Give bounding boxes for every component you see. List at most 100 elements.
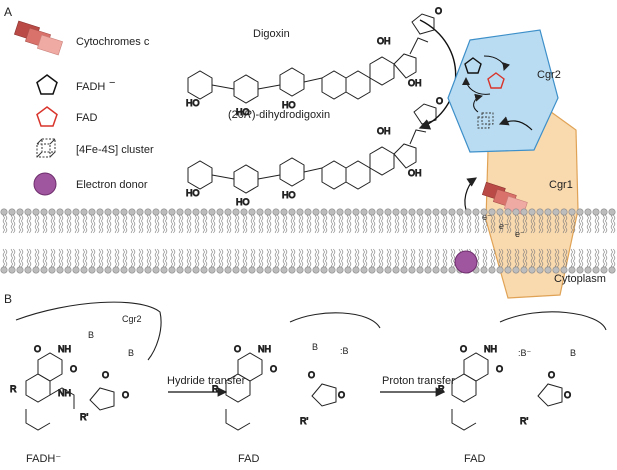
lipid-top (256, 208, 264, 234)
panel-b-label: B (4, 292, 12, 306)
lipid-top (320, 208, 328, 234)
svg-text:O: O (564, 390, 571, 400)
lipid-bottom (480, 248, 488, 274)
lactone-3: OO R' (520, 370, 572, 427)
lipid-top (392, 208, 400, 234)
lipid-top (456, 208, 464, 234)
lipid-bottom (416, 248, 424, 274)
lipid-bottom (152, 248, 160, 274)
lipid-bottom (272, 248, 280, 274)
lipid-bottom (120, 248, 128, 274)
lipid-bottom (400, 248, 408, 274)
lipid-top (448, 208, 456, 234)
lipid-top (56, 208, 64, 234)
lipid-bottom (296, 248, 304, 274)
lipid-top (0, 208, 8, 234)
fadh-pentagon-icon (36, 74, 58, 95)
lipid-top (192, 208, 200, 234)
lipid-bottom (608, 248, 616, 274)
electron-label-2: e⁻ (499, 221, 509, 231)
dihydrodigoxin-structure: O OH OH HO HO HO (186, 96, 444, 208)
svg-text:HO: HO (236, 107, 250, 117)
hydride-transfer-label: Hydride transfer (167, 375, 246, 387)
lipid-bottom (328, 248, 336, 274)
lipid-top (184, 208, 192, 234)
electron-donor-icon (33, 172, 57, 196)
legend-fadh-charge: − (109, 77, 115, 89)
svg-text:O: O (338, 390, 345, 400)
lipid-top (128, 208, 136, 234)
lipid-top (424, 208, 432, 234)
lipid-top (24, 208, 32, 234)
lipid-bottom (568, 248, 576, 274)
lipid-top (360, 208, 368, 234)
lipid-top (400, 208, 408, 234)
lipid-top (312, 208, 320, 234)
lipid-bottom (40, 248, 48, 274)
lipid-bottom (448, 248, 456, 274)
lipid-bottom (0, 248, 8, 274)
lipid-bottom (312, 248, 320, 274)
lactone-1: OO R' (80, 370, 130, 423)
state-label-1: FADH⁻ (26, 453, 61, 465)
dihydrodigoxin-label: (20R)-dihydrodigoxin (228, 109, 330, 121)
lipid-bottom (80, 248, 88, 274)
lipid-bottom (360, 248, 368, 274)
svg-text:O: O (548, 370, 555, 380)
panel-a-label: A (4, 5, 12, 19)
svg-text:O: O (460, 344, 467, 354)
lipid-bottom (224, 248, 232, 274)
base-label-1a: B (88, 330, 94, 340)
lipid-bottom (64, 248, 72, 274)
lipid-bottom (488, 248, 496, 274)
lipid-bottom (32, 248, 40, 274)
legend-donor-label: Electron donor (76, 179, 148, 191)
lipid-bottom (112, 248, 120, 274)
lipid-top (576, 208, 584, 234)
svg-text:R': R' (80, 412, 88, 422)
electron-label-3: e⁻ (515, 229, 525, 239)
lipid-top (32, 208, 40, 234)
lipid-top (472, 208, 480, 234)
lipid-top (608, 208, 616, 234)
lipid-bottom (8, 248, 16, 274)
base-label-2b: :B (340, 346, 349, 356)
lipid-bottom (288, 248, 296, 274)
cytoplasm-label: Cytoplasm (554, 273, 606, 285)
lipid-top (384, 208, 392, 234)
lipid-bottom (104, 248, 112, 274)
lipid-bottom (600, 248, 608, 274)
electron-transfer-arrow (464, 177, 477, 211)
lipid-bottom (200, 248, 208, 274)
legend-cytochromes-label: Cytochromes c (76, 36, 150, 48)
fe-s-cluster-icon (36, 138, 56, 158)
electron-donor-membrane (454, 250, 478, 274)
lipid-bottom (208, 248, 216, 274)
lipid-bottom (240, 248, 248, 274)
svg-text:R': R' (300, 416, 308, 426)
lipid-top (264, 208, 272, 234)
svg-text:O: O (270, 364, 277, 374)
legend-fad-label: FAD (76, 112, 97, 124)
lipid-top (168, 208, 176, 234)
lipid-top (272, 208, 280, 234)
cgr2-backbone-1 (15, 301, 162, 361)
lipid-bottom (344, 248, 352, 274)
state-label-2: FAD (238, 453, 259, 465)
lipid-bottom (352, 248, 360, 274)
svg-text:HO: HO (186, 188, 200, 198)
cgr2-backbone-2 (289, 312, 381, 329)
lipid-top (592, 208, 600, 234)
lipid-top (416, 208, 424, 234)
lipid-bottom (16, 248, 24, 274)
lipid-bottom (216, 248, 224, 274)
cgr2-label: Cgr2 (537, 69, 561, 81)
svg-text:O: O (70, 364, 77, 374)
lipid-top (464, 208, 472, 234)
lipid-bottom (592, 248, 600, 274)
lipid-bottom (96, 248, 104, 274)
lipid-bottom (192, 248, 200, 274)
svg-text:HO: HO (282, 100, 296, 110)
